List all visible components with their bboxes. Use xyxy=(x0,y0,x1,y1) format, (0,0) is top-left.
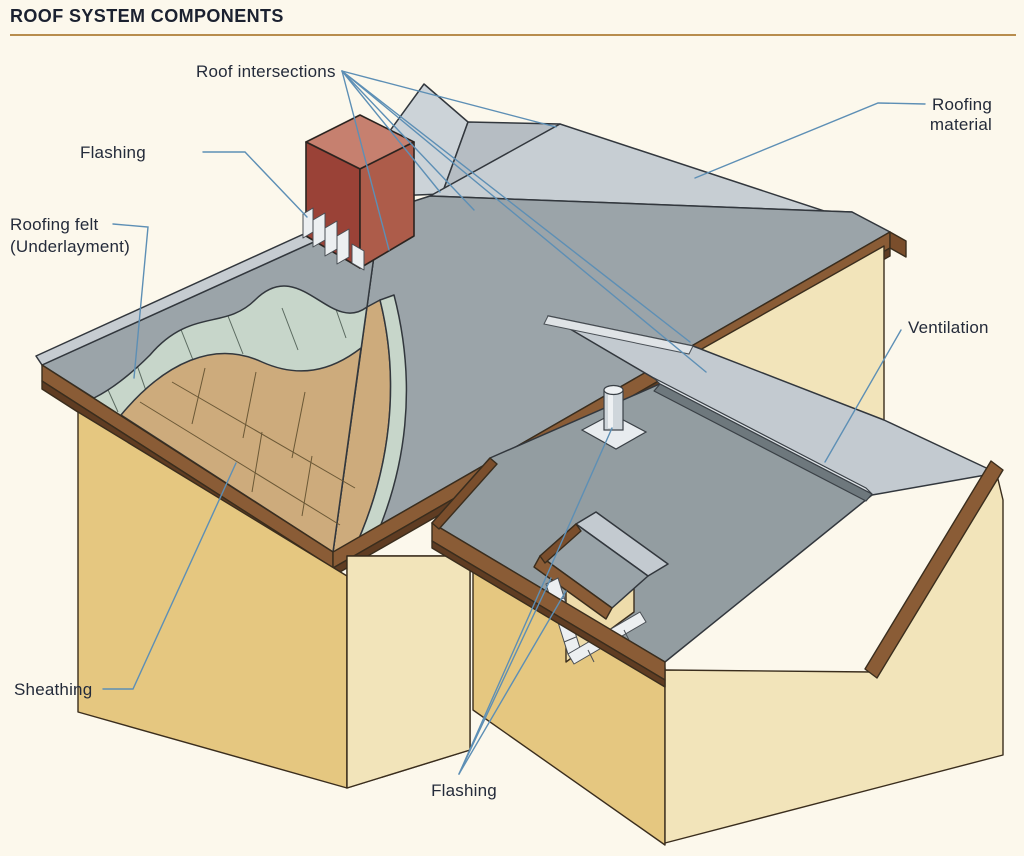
leader-sheathing xyxy=(102,462,237,690)
annotations: Roof intersections Roofing material Flas… xyxy=(10,62,992,800)
page-title: ROOF SYSTEM COMPONENTS xyxy=(10,6,1016,36)
pipe-flashing-plate xyxy=(580,413,648,450)
valley-flashing xyxy=(543,315,694,355)
attached-house xyxy=(431,315,1004,846)
label-flashing-bottom: Flashing xyxy=(431,781,497,800)
vent-pipe xyxy=(580,384,648,450)
cutaway-corner xyxy=(35,201,381,553)
ridge-vent xyxy=(653,377,873,502)
leader-flashing-bottom xyxy=(458,427,613,775)
leader-flashing-top xyxy=(202,151,308,218)
label-sheathing: Sheathing xyxy=(14,680,92,699)
chimney xyxy=(302,114,415,271)
label-flashing-top: Flashing xyxy=(80,143,146,162)
big-house-walls xyxy=(77,245,885,789)
attached-rake-fascia xyxy=(864,460,1004,679)
label-roofing-material-line1: Roofing xyxy=(932,95,992,114)
leader-roofing-material xyxy=(694,102,926,179)
leader-roofing-felt xyxy=(112,223,149,379)
dormer-fascia xyxy=(533,555,613,620)
label-roof-intersections: Roof intersections xyxy=(196,62,336,81)
label-roofing-material-line2: material xyxy=(930,115,992,134)
leader-ventilation xyxy=(824,329,902,463)
label-roofing-felt-line2: (Underlayment) xyxy=(10,237,130,256)
label-roofing-felt-line1: Roofing felt xyxy=(10,215,98,234)
leader-roof-intersections xyxy=(341,70,707,373)
sheathing-planks xyxy=(139,367,356,526)
label-ventilation: Ventilation xyxy=(908,318,989,337)
chimney-step-flashing xyxy=(302,207,365,271)
attached-house-fascia xyxy=(431,457,1004,688)
roofing-material-layer xyxy=(41,211,381,399)
